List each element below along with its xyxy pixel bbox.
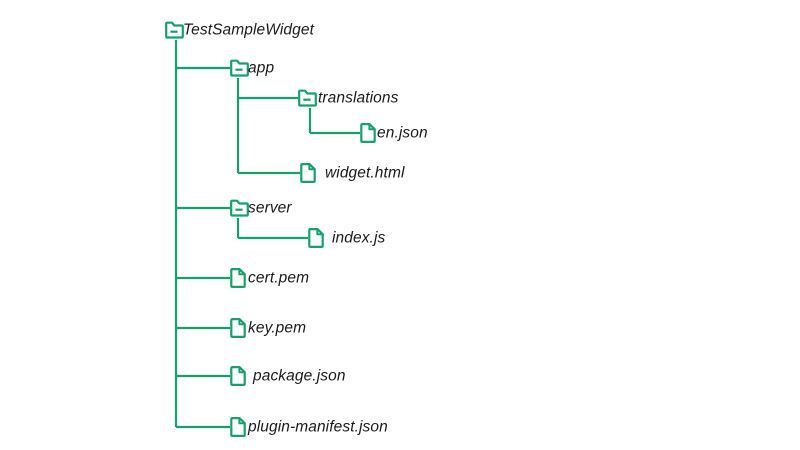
tree-node-label-package-json[interactable]: package.json bbox=[253, 367, 346, 385]
folder-icon-body bbox=[298, 89, 317, 107]
tree-node-icons bbox=[165, 21, 376, 437]
tree-node-label-widget-html[interactable]: widget.html bbox=[325, 164, 405, 182]
file-icon[interactable] bbox=[230, 318, 246, 338]
tree-node-label-index-js[interactable]: index.js bbox=[332, 229, 386, 247]
file-fold-corner-icon bbox=[238, 417, 246, 425]
file-fold-corner-icon bbox=[238, 268, 246, 276]
file-icon[interactable] bbox=[230, 366, 246, 386]
tree-node-label-key-pem[interactable]: key.pem bbox=[248, 319, 307, 337]
folder-collapse-icon[interactable] bbox=[230, 59, 249, 77]
file-icon-body bbox=[230, 417, 246, 437]
tree-node-label-root[interactable]: TestSampleWidget bbox=[183, 21, 314, 39]
folder-collapse-icon[interactable] bbox=[298, 89, 317, 107]
file-fold-corner-icon bbox=[238, 366, 246, 374]
file-icon-body bbox=[230, 366, 246, 386]
file-fold-corner-icon bbox=[368, 123, 376, 131]
folder-collapse-icon[interactable] bbox=[165, 21, 184, 39]
tree-node-label-plugin-manifest-json[interactable]: plugin-manifest.json bbox=[248, 418, 388, 436]
file-fold-corner-icon bbox=[308, 163, 316, 171]
tree-node-label-en-json[interactable]: en.json bbox=[377, 124, 428, 142]
folder-collapse-icon[interactable] bbox=[230, 199, 249, 217]
file-fold-corner-icon bbox=[316, 228, 324, 236]
file-icon-body bbox=[308, 228, 324, 248]
tree-node-label-cert-pem[interactable]: cert.pem bbox=[248, 269, 310, 287]
tree-connector-lines bbox=[174, 40, 360, 429]
file-icon-body bbox=[300, 163, 316, 183]
file-icon-body bbox=[360, 123, 376, 143]
file-icon-body bbox=[230, 318, 246, 338]
folder-icon-body bbox=[230, 59, 249, 77]
file-icon[interactable] bbox=[308, 228, 324, 248]
tree-node-label-translations[interactable]: translations bbox=[318, 89, 399, 107]
file-icon[interactable] bbox=[230, 268, 246, 288]
file-icon[interactable] bbox=[300, 163, 316, 183]
tree-node-label-server[interactable]: server bbox=[248, 199, 292, 217]
file-icon[interactable] bbox=[360, 123, 376, 143]
file-fold-corner-icon bbox=[238, 318, 246, 326]
file-icon[interactable] bbox=[230, 417, 246, 437]
file-icon-body bbox=[230, 268, 246, 288]
folder-icon-body bbox=[230, 199, 249, 217]
tree-node-label-app[interactable]: app bbox=[248, 59, 275, 77]
folder-icon-body bbox=[165, 21, 184, 39]
